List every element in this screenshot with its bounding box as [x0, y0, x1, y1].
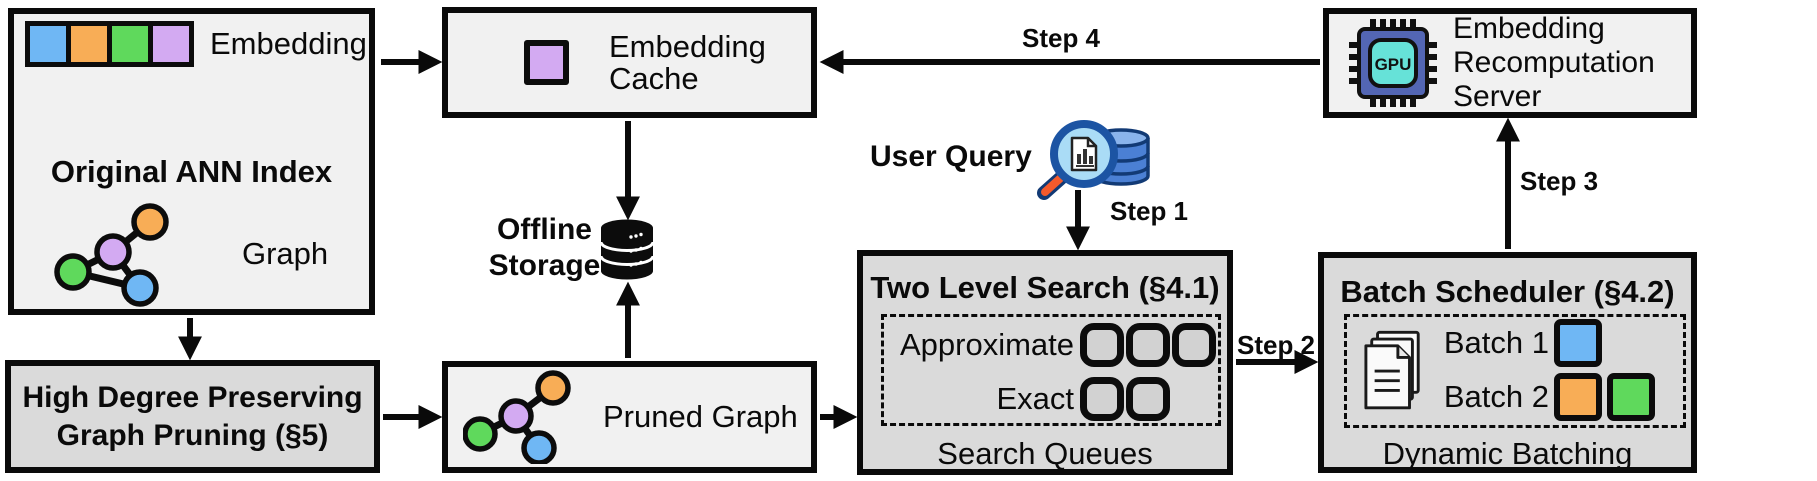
batch2-item-orange: [1554, 373, 1602, 421]
batch-scheduler-title: Batch Scheduler (§4.2): [1340, 274, 1675, 309]
two-level-search-box: Two Level Search (§4.1) Approximate Exac…: [857, 250, 1233, 475]
original-ann-index-title: Original ANN Index: [50, 154, 333, 189]
queue-slot: [1080, 323, 1124, 367]
step-3-label: Step 3: [1520, 166, 1599, 196]
gpu-chip-icon: GPU: [1349, 19, 1437, 107]
graph-pruning-box: High Degree Preserving Graph Pruning (§5…: [5, 360, 380, 473]
offline-storage-database-icon: [599, 219, 655, 280]
pruned-graph-box: Pruned Graph: [442, 361, 817, 473]
step-1-label: Step 1: [1109, 196, 1189, 226]
batch2-slots: [1554, 373, 1655, 421]
batch1-item-blue: [1554, 319, 1602, 367]
embedding-vector-icon: [25, 21, 194, 67]
two-level-search-title: Two Level Search (§4.1): [870, 270, 1220, 305]
queue-slot: [1172, 323, 1216, 367]
user-query-label: User Query: [870, 140, 1032, 173]
cached-embedding-icon: [524, 40, 569, 85]
pruned-graph-icon: [463, 370, 571, 464]
exact-queue-slots: [1080, 377, 1170, 421]
recomputation-server-box: GPU Embedding Recomputation Server: [1323, 8, 1697, 118]
embedding-cell-orange: [66, 21, 112, 67]
embedding-label: Embedding: [210, 26, 367, 61]
queue-slot: [1126, 323, 1170, 367]
batch1-slots: [1554, 319, 1602, 367]
batch1-label: Batch 1: [1443, 325, 1549, 360]
batch2-label: Batch 2: [1443, 379, 1549, 414]
queue-slot: [1080, 377, 1124, 421]
offline-storage-label: Offline Storage: [488, 213, 601, 282]
dynamic-batching-caption: Dynamic Batching: [1382, 436, 1633, 471]
graph-label: Graph: [242, 236, 329, 271]
search-queues-panel: Approximate Exact: [881, 314, 1221, 426]
batch2-item-green: [1607, 373, 1655, 421]
queue-slot: [1126, 377, 1170, 421]
search-queues-caption: Search Queues: [937, 436, 1153, 471]
dynamic-batching-panel: Batch 1 Batch 2: [1344, 314, 1686, 428]
step-2-label: Step 2: [1236, 330, 1316, 360]
gpu-chip-text: GPU: [1375, 55, 1412, 74]
exact-queue-label: Exact: [996, 381, 1074, 416]
pruned-graph-label: Pruned Graph: [603, 399, 798, 434]
embedding-cell-green: [107, 21, 153, 67]
embedding-cache-label: Embedding Cache: [609, 28, 766, 96]
original-ann-index-box: Embedding Original ANN Index Graph: [8, 8, 375, 315]
batch-scheduler-box: Batch Scheduler (§4.2) Batch 1 Ba: [1318, 252, 1697, 473]
recomputation-server-label: Embedding Recomputation Server: [1453, 12, 1655, 113]
embedding-cell-purple: [148, 21, 194, 67]
approximate-queue-slots: [1080, 323, 1216, 367]
embedding-cache-box: Embedding Cache: [442, 7, 817, 118]
approximate-queue-label: Approximate: [899, 327, 1074, 362]
embedding-cell-blue: [25, 21, 71, 67]
user-query-search-database-icon: [1037, 120, 1150, 200]
documents-stack-icon: [1364, 330, 1420, 410]
graph-icon: [54, 203, 169, 307]
step-4-label: Step 4: [1021, 23, 1101, 53]
graph-pruning-label: High Degree Preserving Graph Pruning (§5…: [22, 380, 363, 452]
